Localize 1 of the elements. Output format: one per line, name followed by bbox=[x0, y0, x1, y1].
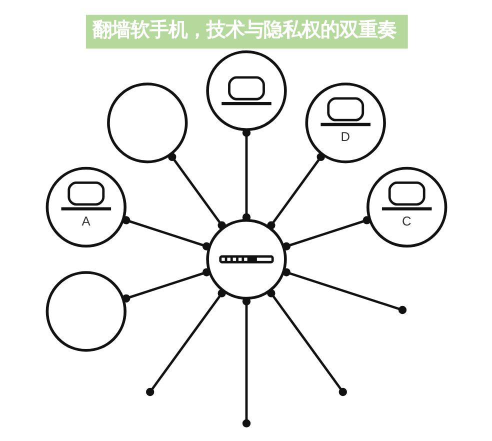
diagram-title: 翻墙软手机，技术与隐私权的双重奏 bbox=[92, 20, 396, 41]
